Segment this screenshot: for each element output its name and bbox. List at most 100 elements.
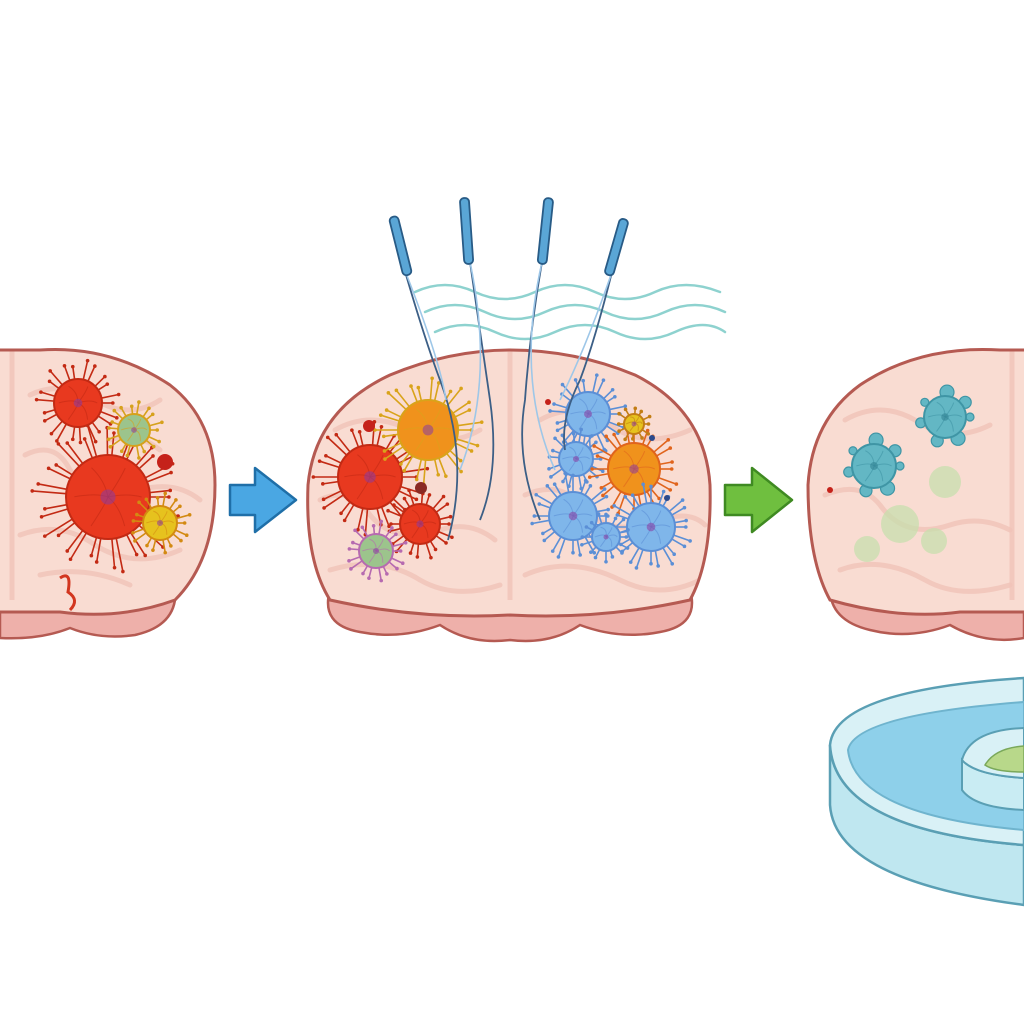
cell-spike-tip [347,559,351,563]
cell-spike-tip [407,488,411,493]
cell-spike-tip [639,409,644,414]
cell-spike-tip [94,560,99,564]
cell-spike-tip [47,379,52,384]
cell-spike-tip [601,493,605,498]
cell-spike-tip [155,428,159,432]
cell-spike-tip [125,453,130,458]
tumor-cell-orange [373,376,484,486]
cell-spike-tip [42,411,47,415]
cell-spike-tip [469,449,474,453]
cell-spike-tip [384,408,389,412]
cell-spike-tip [640,436,644,440]
cell-spike-tip [342,518,347,523]
cell-spike-tip [441,494,446,499]
cell-spike-tip [155,495,160,500]
cell-spike-tip [602,487,607,491]
cell-nucleus [372,547,380,555]
cell-spike-tip [433,547,438,552]
cell-spike-tip [589,520,594,525]
cell-spike-tip [395,566,399,571]
cell-spike-tip [583,478,588,483]
cell-spike-tip [594,373,599,377]
cell-spike-tip [610,387,615,392]
cell-spike-tip [137,400,141,404]
cell-spike-tip [551,448,555,453]
cell-spike-tip [467,408,472,412]
cell-spike-tip [594,440,598,445]
cell-spike-tip [324,453,328,458]
cell-spike-tip [649,484,653,489]
cell-spike-tip [623,495,628,499]
cell-spike-tip [62,363,67,368]
cell-spike-tip [427,493,432,497]
cell-spike-tip [590,434,594,438]
cell-spike-tip [444,541,448,545]
cell-spike-tip [357,429,362,434]
cell-spike-tip [400,561,405,566]
cell-spike-tip [353,528,357,533]
cell-spike-tip [479,420,484,424]
cell-spike-tip [114,416,119,420]
cell-spike-tip [684,518,688,523]
cell-spike-tip [144,497,149,502]
cell-spike-tip [573,378,578,382]
cell-spike-tip [604,512,608,517]
cell-spike-tip [580,535,585,539]
cell-spike-tip [436,472,441,477]
cell-spike-tip [360,525,365,530]
cell-spike-tip [612,432,616,437]
cell-spike-tip [111,401,115,405]
cell-spike-tip [392,503,396,507]
cell-spike-tip [617,411,621,416]
cell-spike-tip [606,507,610,512]
cell-spike-tip [121,569,125,574]
cell-spike-tip [386,508,390,513]
cell-nucleus [422,424,434,436]
cell-spike-tip [646,422,651,426]
cell-spike-tip [630,493,635,497]
tumor-cell-red-small [386,488,454,560]
cell-spike-tip [646,432,651,436]
cell-spike-tip [174,498,178,502]
cell-spike-tip [601,378,606,382]
cell-spike-tip [142,449,147,454]
cell-spike-tip [656,564,660,568]
cell-spike-tip [42,534,47,538]
cell-spike-tip [112,408,117,413]
cell-spike-tip [65,549,70,553]
mixed-cell-green [106,400,164,460]
cell-spike-tip [399,462,403,466]
cell-spike-tip [580,542,584,547]
cell-spike-tip [537,502,542,506]
cell-spike-tip [623,437,627,442]
cell-spike-tip [436,381,441,385]
cell-spike-tip [137,456,141,460]
cell-spike-tip [415,555,420,559]
cell-spike-tip [458,458,463,463]
cell-spike-tip [367,576,371,580]
energy-waves [413,283,727,341]
blood-spot [363,420,375,432]
cell-spike-tip [593,555,598,560]
cell-spike-tip [169,470,173,475]
cell-spike-tip [402,468,407,473]
probe-3 [521,197,556,521]
cell-spike-tip [414,497,419,502]
cell-spike-tip [322,506,326,510]
cell-spike-tip [668,446,673,450]
cell-spike-tip [447,522,451,526]
cell-nucleus [73,398,83,408]
cell-spike-tip [137,500,141,505]
cell-spike-tip [589,550,593,554]
cell-spike-tip [93,364,97,368]
cell-spike-tip [600,469,605,474]
cell-spike-tip [571,473,575,478]
cell-spike-tip [143,553,148,558]
cell-spike-tip [49,431,54,436]
cell-spike-tip [105,382,110,386]
cell-spike-tip [409,384,413,388]
cell-spike-tip [414,477,419,482]
cell-spike-tip [321,497,326,502]
treated-cell-blue [548,373,628,453]
debris-dot [649,435,655,441]
